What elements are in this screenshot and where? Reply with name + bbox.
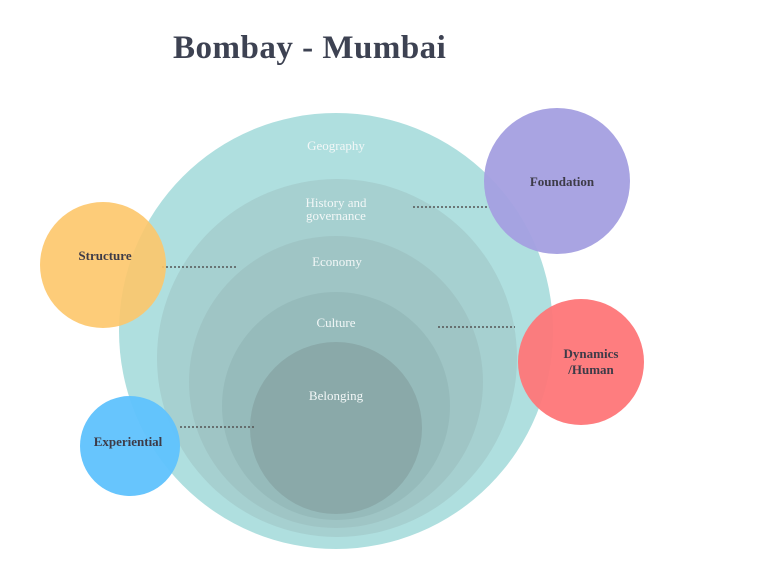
circle-foundation bbox=[484, 108, 630, 254]
ring-label-culture: Culture bbox=[317, 315, 356, 330]
circle-dynamics bbox=[518, 299, 644, 425]
ring-label-history-2: governance bbox=[306, 208, 366, 223]
diagram-title: Bombay - Mumbai bbox=[173, 30, 447, 66]
ring-label-belonging: Belonging bbox=[309, 388, 364, 403]
ring-belonging bbox=[250, 342, 422, 514]
ring-label-economy: Economy bbox=[312, 254, 362, 269]
label-dynamics-2: /Human bbox=[567, 362, 614, 377]
label-foundation: Foundation bbox=[530, 174, 595, 189]
ring-label-history-1: History and bbox=[305, 195, 367, 210]
circle-experiential bbox=[80, 396, 180, 496]
circle-structure bbox=[40, 202, 166, 328]
label-structure: Structure bbox=[78, 248, 131, 263]
label-dynamics-1: Dynamics bbox=[564, 346, 619, 361]
label-experiential: Experiential bbox=[94, 434, 163, 449]
ring-label-geography: Geography bbox=[307, 138, 365, 153]
